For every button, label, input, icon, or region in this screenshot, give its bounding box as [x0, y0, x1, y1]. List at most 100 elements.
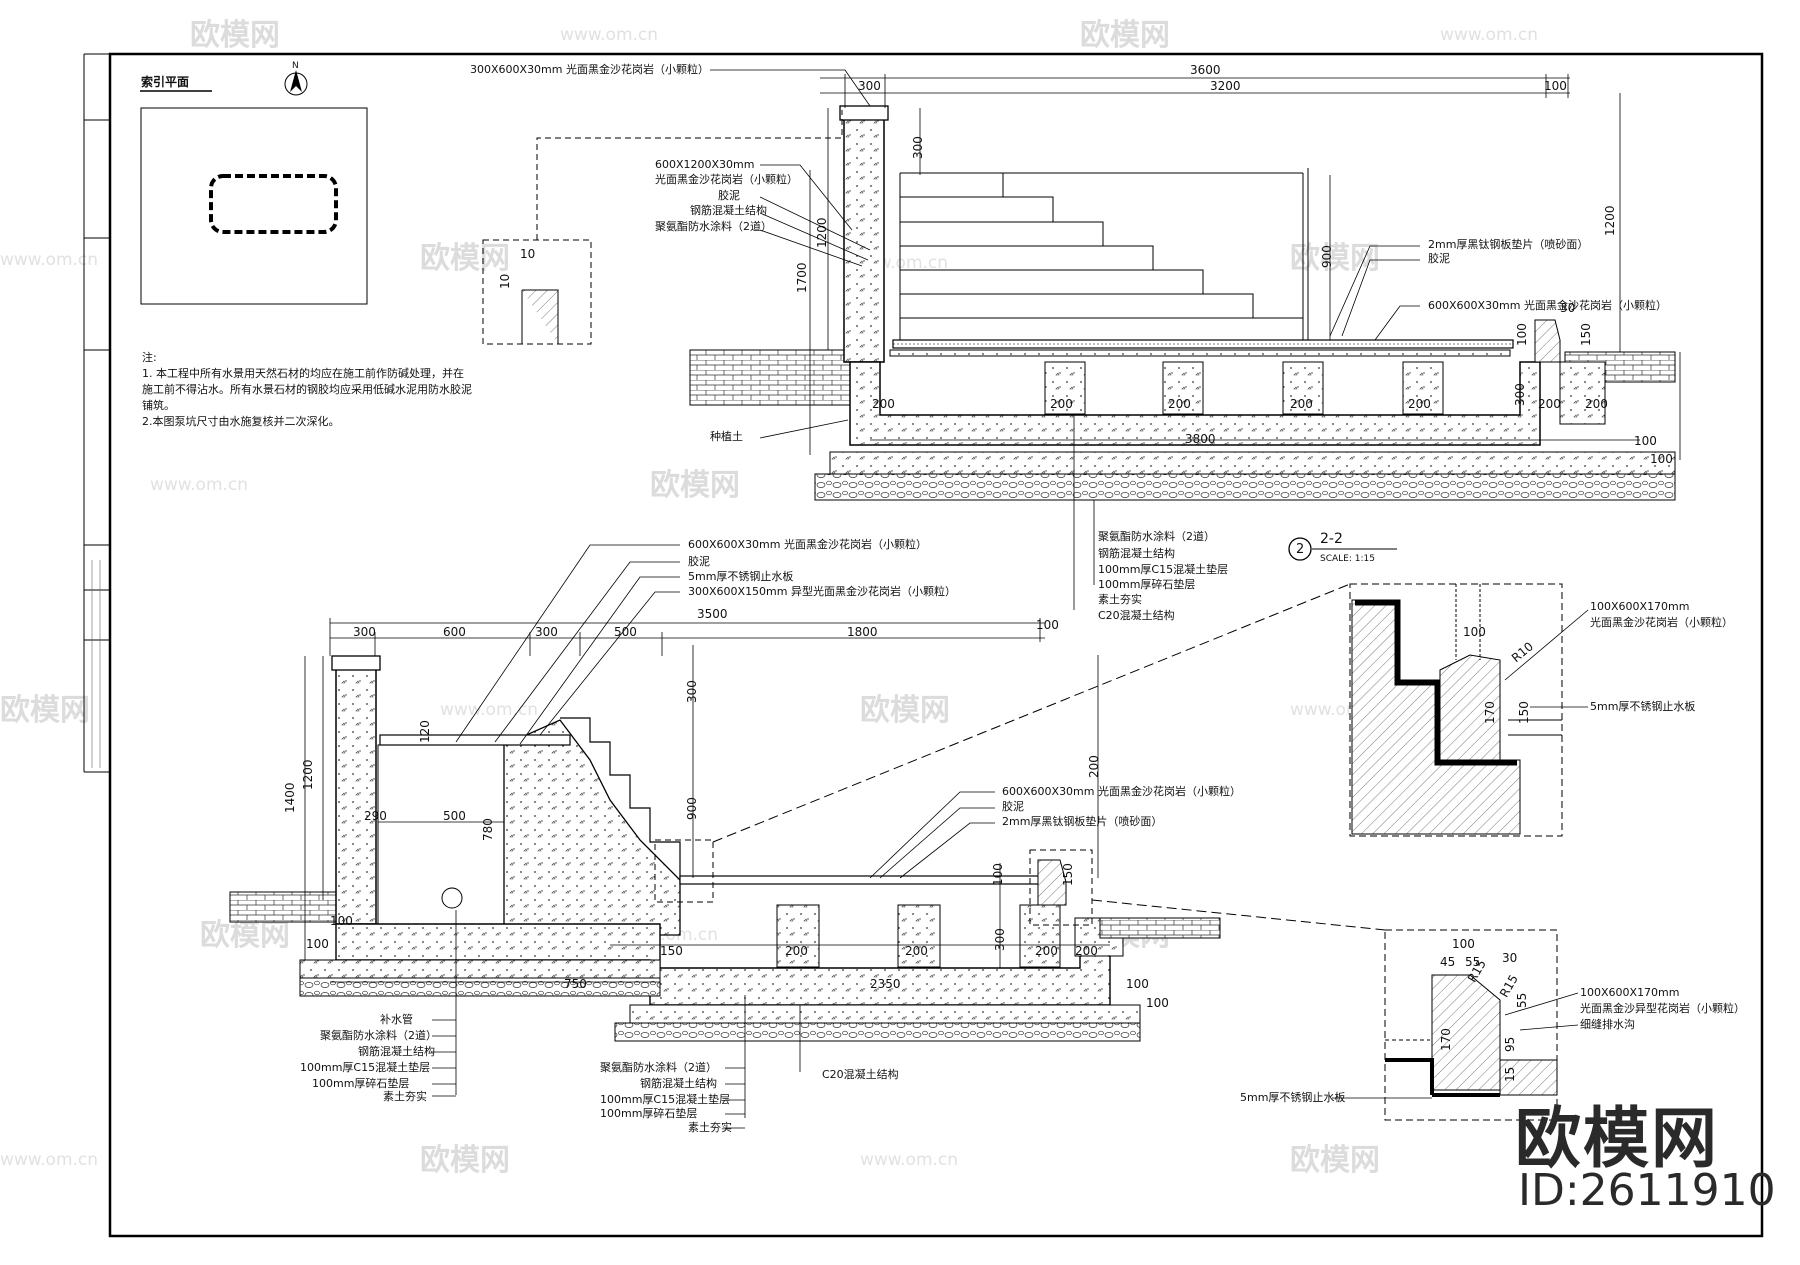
svg-text:45: 45 [1440, 955, 1455, 969]
svg-text:600X600X30mm 光面黑金沙花岗岩（小颗粒）: 600X600X30mm 光面黑金沙花岗岩（小颗粒） [1428, 298, 1667, 312]
svg-text:3600: 3600 [1190, 63, 1221, 77]
svg-text:2350: 2350 [870, 977, 901, 991]
svg-text:100: 100 [1036, 618, 1059, 632]
svg-text:聚氨酯防水涂料（2道）: 聚氨酯防水涂料（2道） [1098, 529, 1215, 543]
svg-text:600X600X30mm 光面黑金沙花岗岩（小颗粒）: 600X600X30mm 光面黑金沙花岗岩（小颗粒） [1002, 784, 1241, 798]
watermark-brand: 欧模网 [1515, 1100, 1719, 1177]
svg-text:300: 300 [993, 928, 1007, 951]
svg-text:欧模网: 欧模网 [190, 18, 280, 53]
svg-text:600: 600 [443, 625, 466, 639]
svg-text:R10: R10 [1509, 639, 1536, 665]
svg-text:600X1200X30mm: 600X1200X30mm [655, 158, 755, 171]
svg-text:500: 500 [614, 625, 637, 639]
svg-text:150: 150 [1579, 323, 1593, 346]
svg-text:100: 100 [1463, 625, 1486, 639]
svg-text:100: 100 [306, 937, 329, 951]
svg-text:欧模网: 欧模网 [0, 693, 90, 728]
svg-text:100mm厚碎石垫层: 100mm厚碎石垫层 [600, 1106, 697, 1120]
svg-text:www.om.cn: www.om.cn [440, 700, 538, 720]
svg-text:细缝排水沟: 细缝排水沟 [1580, 1017, 1635, 1031]
svg-text:胶泥: 胶泥 [1428, 251, 1450, 265]
svg-text:3800: 3800 [1185, 432, 1216, 446]
svg-text:200: 200 [1168, 397, 1191, 411]
svg-text:聚氨酯防水涂料（2道）: 聚氨酯防水涂料（2道） [320, 1028, 437, 1042]
svg-text:C20混凝土结构: C20混凝土结构 [822, 1067, 899, 1081]
svg-text:聚氨酯防水涂料（2道）: 聚氨酯防水涂料（2道） [655, 219, 772, 233]
svg-text:SCALE: 1:15: SCALE: 1:15 [1320, 554, 1375, 564]
note-line-1: 1. 本工程中所有水景用天然石材的均应在施工前作防碱处理，并在施工前不得沾水。所… [142, 367, 472, 412]
svg-text:胶泥: 胶泥 [688, 554, 710, 568]
svg-text:胶泥: 胶泥 [718, 188, 740, 202]
svg-text:10: 10 [498, 274, 512, 289]
section-2-2: 3600 3200 100 300 300 1200 1700 900 1200… [470, 62, 1681, 622]
svg-text:55: 55 [1515, 993, 1529, 1008]
svg-text:900: 900 [685, 797, 699, 820]
svg-text:3200: 3200 [1210, 79, 1241, 93]
svg-text:1200: 1200 [301, 759, 315, 790]
svg-text:200: 200 [1035, 944, 1058, 958]
svg-text:钢筋混凝土结构: 钢筋混凝土结构 [358, 1044, 435, 1058]
svg-text:光面黑金沙异型花岗岩（小颗粒）: 光面黑金沙异型花岗岩（小颗粒） [1580, 1001, 1745, 1015]
svg-text:欧模网: 欧模网 [1290, 241, 1380, 276]
svg-text:290: 290 [364, 809, 387, 823]
svg-text:2: 2 [1296, 542, 1304, 557]
svg-text:10: 10 [520, 247, 535, 261]
svg-text:200: 200 [905, 944, 928, 958]
svg-text:欧模网: 欧模网 [1290, 1143, 1380, 1178]
svg-text:300: 300 [353, 625, 376, 639]
svg-text:1700: 1700 [795, 262, 809, 293]
svg-text:200: 200 [1290, 397, 1313, 411]
svg-text:欧模网: 欧模网 [200, 918, 290, 953]
svg-text:3500: 3500 [697, 607, 728, 621]
svg-text:200: 200 [1538, 397, 1561, 411]
svg-text:780: 780 [481, 818, 495, 841]
index-plan: 索引平面 N [140, 61, 368, 305]
svg-text:100: 100 [1452, 937, 1475, 951]
svg-text:100mm厚碎石垫层: 100mm厚碎石垫层 [312, 1076, 409, 1090]
svg-text:2-2: 2-2 [1320, 531, 1343, 547]
general-notes: 注: 1. 本工程中所有水景用天然石材的均应在施工前作防碱处理，并在施工前不得沾… [142, 350, 472, 430]
svg-text:500: 500 [443, 809, 466, 823]
svg-text:钢筋混凝土结构: 钢筋混凝土结构 [1098, 546, 1175, 560]
svg-text:欧模网: 欧模网 [420, 1143, 510, 1178]
svg-text:1400: 1400 [283, 782, 297, 813]
sheet-border [108, 52, 1764, 1238]
svg-text:100mm厚C15混凝土垫层: 100mm厚C15混凝土垫层 [600, 1092, 730, 1106]
svg-text:100X600X170mm: 100X600X170mm [1590, 600, 1690, 613]
svg-text:30: 30 [1560, 301, 1575, 315]
svg-text:素土夯实: 素土夯实 [1098, 592, 1142, 606]
svg-text:光面黑金沙花岗岩（小颗粒）: 光面黑金沙花岗岩（小颗粒） [655, 172, 798, 186]
svg-text:300: 300 [858, 79, 881, 93]
svg-text:150: 150 [1517, 701, 1531, 724]
svg-text:95: 95 [1503, 1037, 1517, 1052]
svg-text:素土夯实: 素土夯实 [383, 1089, 427, 1103]
index-plan-title: 索引平面 [141, 74, 189, 89]
svg-text:欧模网: 欧模网 [860, 693, 950, 728]
svg-text:100: 100 [1634, 434, 1657, 448]
index-plan-box [140, 107, 368, 305]
svg-text:300: 300 [1513, 383, 1527, 406]
svg-text:900: 900 [1320, 245, 1334, 268]
svg-text:200: 200 [1075, 944, 1098, 958]
svg-text:欧模网: 欧模网 [650, 468, 740, 503]
svg-text:100: 100 [1515, 323, 1529, 346]
svg-text:N: N [292, 61, 299, 71]
svg-text:www.om.cn: www.om.cn [860, 1150, 958, 1170]
svg-text:www.om.cn: www.om.cn [150, 475, 248, 495]
svg-text:种植土: 种植土 [710, 429, 743, 443]
svg-text:www.om.cn: www.om.cn [1440, 25, 1538, 45]
svg-text:170: 170 [1439, 1028, 1453, 1051]
svg-text:100: 100 [1146, 996, 1169, 1010]
svg-text:170: 170 [1483, 701, 1497, 724]
svg-text:钢筋混凝土结构: 钢筋混凝土结构 [640, 1076, 717, 1090]
svg-text:胶泥: 胶泥 [1002, 799, 1024, 813]
svg-text:30: 30 [1502, 951, 1517, 965]
svg-text:300: 300 [685, 680, 699, 703]
svg-text:素土夯实: 素土夯实 [688, 1120, 732, 1134]
svg-text:www.om.cn: www.om.cn [0, 250, 98, 270]
svg-text:200: 200 [1050, 397, 1073, 411]
svg-text:300: 300 [911, 136, 925, 159]
svg-text:15: 15 [1503, 1067, 1517, 1082]
section-2-2-title: 2 2-2 SCALE: 1:15 [1288, 531, 1397, 564]
